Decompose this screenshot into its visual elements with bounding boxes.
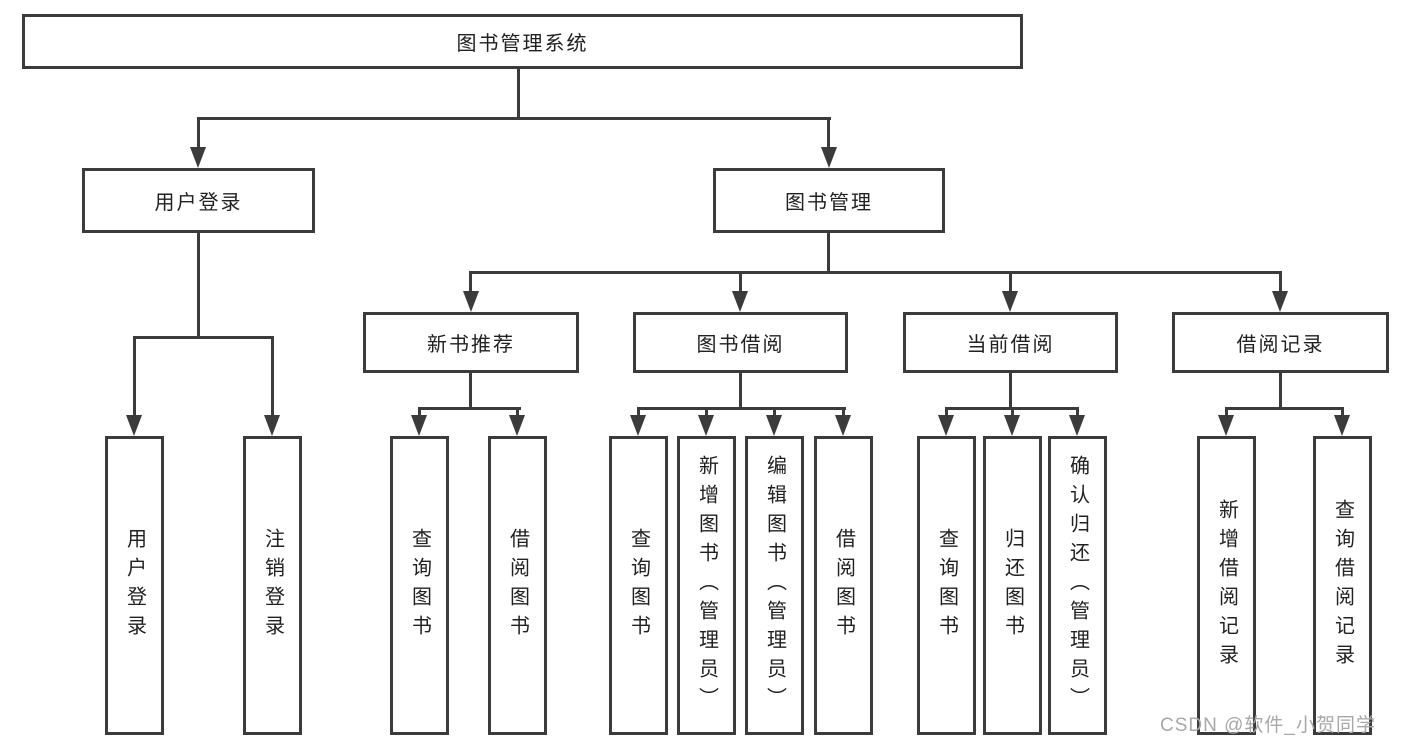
connector-hline: [418, 407, 521, 410]
arrow-down-icon: [411, 415, 427, 436]
connector-vline: [773, 407, 776, 418]
connector-vline: [705, 407, 708, 418]
connector-vline: [1279, 373, 1282, 410]
connector-vline: [197, 117, 200, 149]
connector-vline: [842, 407, 845, 418]
arrow-down-icon: [698, 415, 714, 436]
node-label: 新增图书（管理员）: [695, 455, 718, 716]
node-label: 用户登录: [154, 192, 243, 214]
node-root: 图书管理系统: [22, 14, 1023, 69]
arrow-down-icon: [835, 415, 851, 436]
leaf-return-book: 归还图书: [983, 436, 1042, 735]
connector-vline: [271, 336, 274, 417]
connector-hline: [1225, 407, 1344, 410]
connector-vline: [469, 271, 472, 293]
leaf-add-book-admin: 新增图书（管理员）: [677, 436, 736, 735]
connector-vline: [1225, 407, 1228, 418]
connector-vline: [516, 407, 519, 418]
leaf-confirm-return-admin: 确认归还（管理员）: [1048, 436, 1107, 735]
connector-vline: [469, 373, 472, 410]
arrow-down-icon: [1272, 291, 1288, 312]
connector-vline: [1009, 271, 1012, 293]
node-label: 查询图书: [408, 527, 431, 644]
node-book-borrow: 图书借阅: [633, 312, 848, 373]
arrow-down-icon: [1004, 415, 1020, 436]
leaf-borrow-books-recommend: 借阅图书: [488, 436, 547, 735]
leaf-logout: 注销登录: [243, 436, 302, 735]
node-user-login: 用户登录: [82, 168, 315, 233]
arrow-down-icon: [463, 291, 479, 312]
leaf-query-borrow-record: 查询借阅记录: [1313, 436, 1372, 735]
node-label: 查询图书: [935, 527, 958, 644]
arrow-down-icon: [1334, 415, 1350, 436]
node-label: 借阅图书: [506, 527, 529, 644]
arrow-down-icon: [630, 415, 646, 436]
leaf-add-borrow-record: 新增借阅记录: [1197, 436, 1256, 735]
arrow-down-icon: [264, 415, 280, 436]
connector-vline: [827, 117, 830, 149]
node-borrow-records: 借阅记录: [1172, 312, 1389, 373]
node-label: 查询图书: [627, 527, 650, 644]
arrow-down-icon: [1002, 291, 1018, 312]
arrow-down-icon: [126, 415, 142, 436]
csdn-watermark: CSDN @软件_小贺同学: [1160, 715, 1376, 736]
leaf-edit-book-admin: 编辑图书（管理员）: [745, 436, 804, 735]
connector-vline: [517, 69, 520, 120]
connector-vline: [1279, 271, 1282, 293]
node-current-borrow: 当前借阅: [903, 312, 1118, 373]
arrow-down-icon: [190, 147, 206, 168]
arrow-down-icon: [509, 415, 525, 436]
connector-vline: [827, 233, 830, 274]
arrow-down-icon: [1218, 415, 1234, 436]
node-label: 新增借阅记录: [1215, 498, 1238, 673]
connector-hline: [133, 336, 274, 339]
node-label: 借阅图书: [832, 527, 855, 644]
connector-hline: [197, 117, 831, 120]
arrow-down-icon: [732, 291, 748, 312]
connector-vline: [1076, 407, 1079, 418]
node-label: 借阅记录: [1236, 334, 1325, 356]
connector-vline: [133, 336, 136, 417]
connector-vline: [1341, 407, 1344, 418]
node-label: 归还图书: [1001, 527, 1024, 644]
connector-hline: [637, 407, 846, 410]
leaf-query-books-borrow: 查询图书: [609, 436, 668, 735]
arrow-down-icon: [766, 415, 782, 436]
connector-vline: [739, 373, 742, 410]
arrow-down-icon: [1069, 415, 1085, 436]
node-label: 图书管理系统: [456, 33, 589, 55]
node-label: 确认归还（管理员）: [1066, 455, 1089, 716]
leaf-query-books-recommend: 查询图书: [390, 436, 449, 735]
leaf-borrow-books: 借阅图书: [814, 436, 873, 735]
arrow-down-icon: [821, 147, 837, 168]
node-label: 用户登录: [123, 527, 146, 644]
node-label: 编辑图书（管理员）: [763, 455, 786, 716]
arrow-down-icon: [938, 415, 954, 436]
connector-vline: [197, 233, 200, 339]
node-label: 新书推荐: [427, 334, 515, 356]
connector-vline: [637, 407, 640, 418]
node-label: 图书管理: [785, 192, 873, 214]
node-label: 当前借阅: [966, 334, 1055, 356]
connector-vline: [1011, 407, 1014, 418]
connector-vline: [1009, 373, 1012, 410]
leaf-user-login: 用户登录: [105, 436, 164, 735]
node-label: 查询借阅记录: [1331, 498, 1354, 673]
connector-hline: [469, 271, 1282, 274]
connector-vline: [739, 271, 742, 293]
node-label: 注销登录: [261, 527, 284, 644]
node-label: 图书借阅: [696, 334, 785, 356]
connector-vline: [418, 407, 421, 418]
leaf-query-books-current: 查询图书: [917, 436, 976, 735]
connector-vline: [945, 407, 948, 418]
node-book-management: 图书管理: [713, 168, 945, 233]
node-new-book-recommend: 新书推荐: [363, 312, 579, 373]
